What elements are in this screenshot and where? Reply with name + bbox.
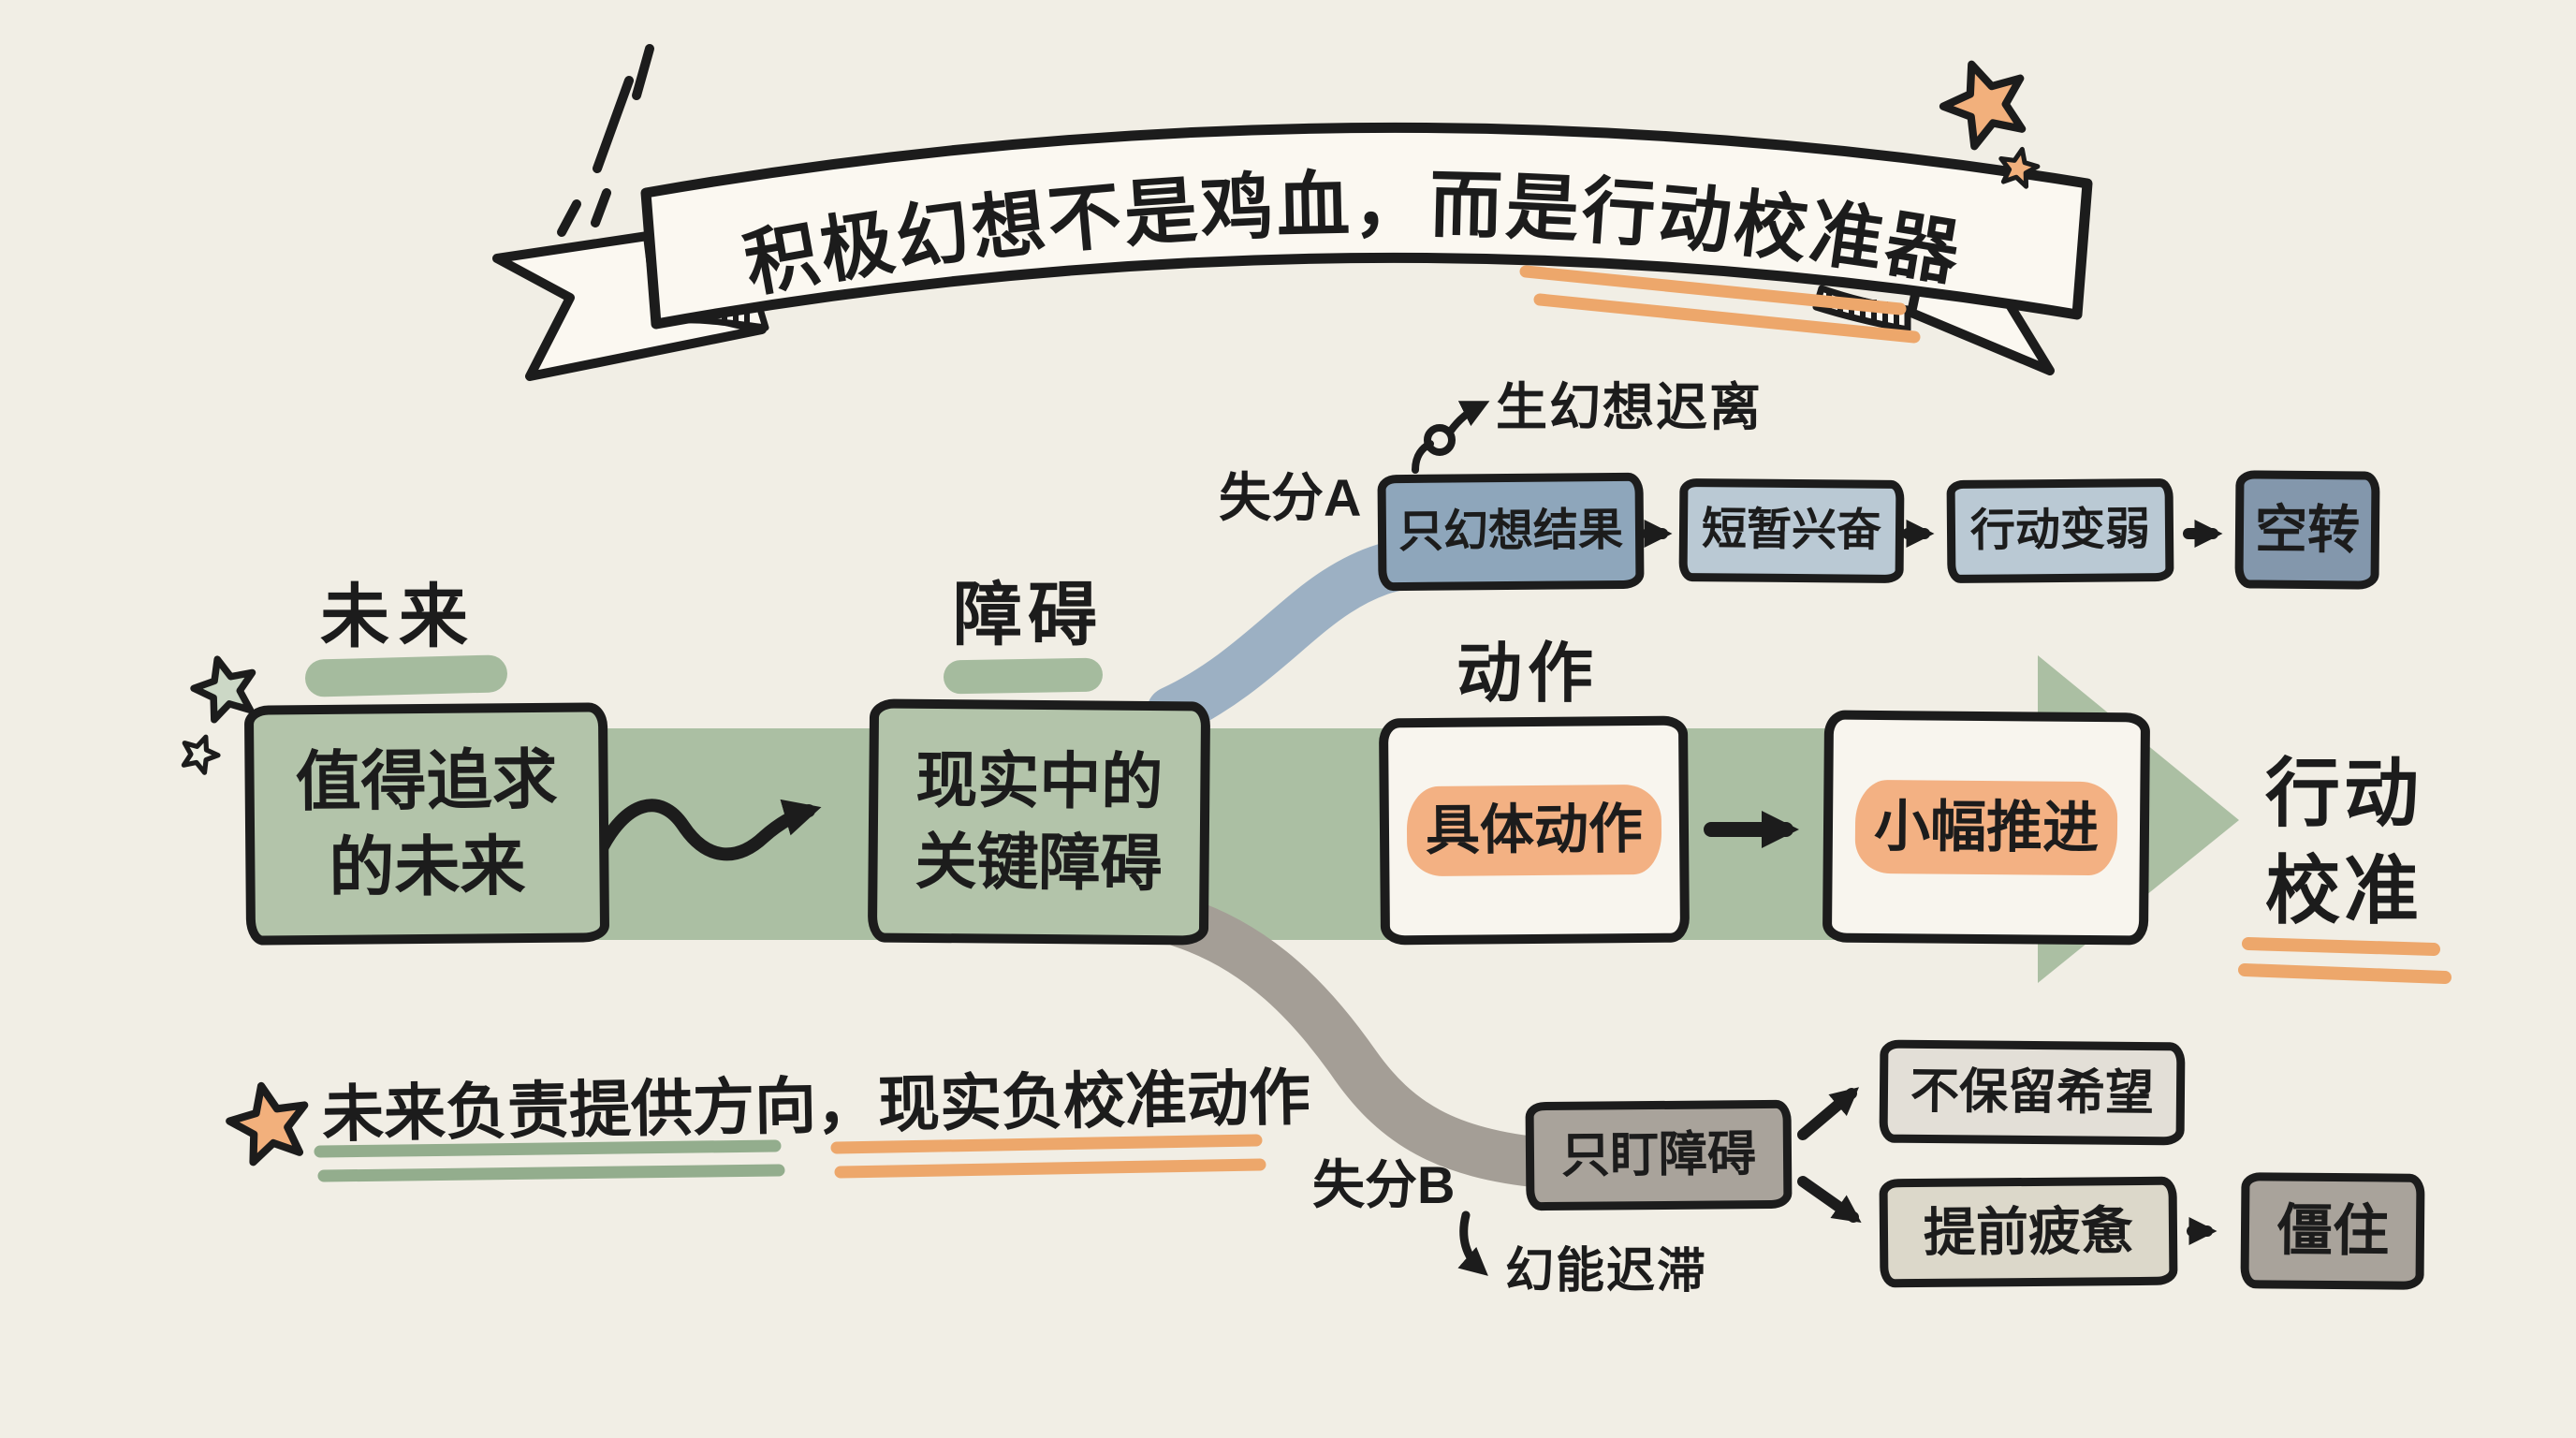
action-box: 具体动作 xyxy=(1378,715,1690,946)
sparkle-lines-icon xyxy=(557,44,654,237)
advance-box-highlight: 小幅推进 xyxy=(1854,780,2118,875)
curly-arrow-a-icon xyxy=(1412,401,1490,474)
branch-b-outcome-bottom: 提前疲惫 xyxy=(1879,1176,2178,1288)
ribbon-panel xyxy=(640,122,2093,330)
callout-a: 失分A xyxy=(1219,468,1362,527)
result-underline xyxy=(2238,937,2452,984)
annotation-a: 生幻想迟离 xyxy=(1496,378,1764,436)
label-future: 未来 xyxy=(320,578,477,655)
advance-box: 小幅推进 xyxy=(1822,710,2151,946)
callout-b: 失分B xyxy=(1312,1155,1456,1214)
ribbon-banner xyxy=(492,122,2093,381)
branch-a-step-1: 只幻想结果 xyxy=(1377,472,1645,592)
star-icon xyxy=(178,731,223,775)
branch-b-trigger-box: 只盯障碍 xyxy=(1525,1099,1793,1211)
action-box-highlight: 具体动作 xyxy=(1406,784,1662,877)
branch-a-step-4: 空转 xyxy=(2234,470,2380,590)
star-icon xyxy=(1933,51,2037,152)
label-action: 动作 xyxy=(1456,637,1599,710)
label-highlight xyxy=(305,654,507,697)
branch-b-curve xyxy=(1156,897,1568,1188)
future-box: 值得追求 的未来 xyxy=(243,702,610,946)
branch-b-outcome-top: 不保留希望 xyxy=(1879,1039,2186,1146)
annotation-b: 幻能迟滞 xyxy=(1505,1244,1708,1299)
obstacle-box: 现实中的 关键障碍 xyxy=(867,698,1211,946)
footnote-star-icon xyxy=(224,1078,314,1165)
footnote-text: 未来负责提供方向，现实负校准动作 xyxy=(321,1062,1311,1150)
curly-arrow-b-icon xyxy=(1457,1211,1488,1276)
footnote-underlines xyxy=(314,1134,1266,1182)
squiggle-arrow-icon xyxy=(593,799,822,861)
result-text: 行动 校准 xyxy=(2265,752,2422,932)
branch-b-final-box: 僵住 xyxy=(2240,1172,2425,1290)
branch-a-step-3: 行动变弱 xyxy=(1946,477,2174,584)
title-underline xyxy=(1519,265,1921,344)
branch-a-step-2: 短暂兴奋 xyxy=(1678,477,1905,584)
branch-b-arrows xyxy=(1797,1087,2217,1245)
label-obstacle: 障碍 xyxy=(953,576,1103,653)
label-highlight xyxy=(944,657,1103,695)
